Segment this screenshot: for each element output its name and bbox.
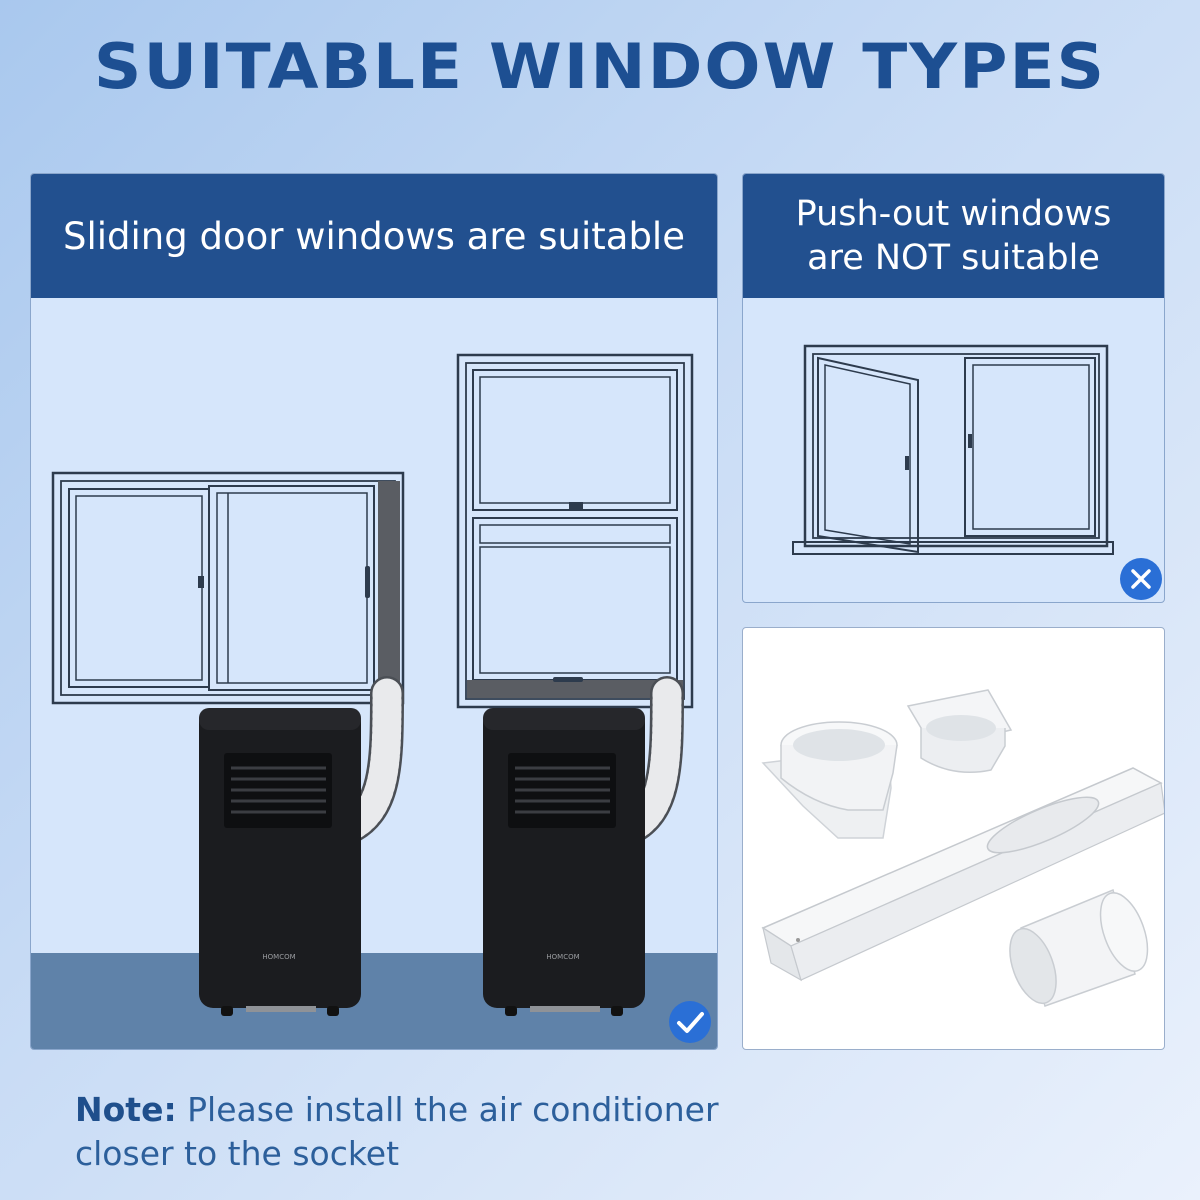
window-kit-panel bbox=[742, 627, 1165, 1050]
installation-note: Note: Please install the air conditioner… bbox=[75, 1088, 835, 1176]
cross-icon bbox=[1120, 558, 1162, 600]
portable-air-conditioner: HOMCOM bbox=[483, 708, 645, 1016]
window-kit-illustration bbox=[761, 689, 1164, 1007]
window-latch bbox=[198, 576, 204, 588]
window-seal-strip bbox=[378, 481, 400, 695]
sliding-window bbox=[51, 471, 405, 705]
hose-connector-pipe bbox=[1009, 888, 1149, 1007]
note-text-line2: closer to the socket bbox=[75, 1134, 400, 1173]
note-lead: Note: bbox=[75, 1090, 177, 1129]
round-hose-adapter bbox=[761, 721, 898, 839]
window-seal-strip bbox=[467, 680, 683, 698]
brand-label: HOMCOM bbox=[546, 953, 579, 961]
unsuitable-panel-title: Push-out windows are NOT suitable bbox=[743, 174, 1164, 298]
unsuitable-title-line2: are NOT suitable bbox=[807, 238, 1100, 278]
push-out-window-illustration bbox=[792, 344, 1162, 600]
suitable-panel-title: Sliding door windows are suitable bbox=[31, 174, 717, 298]
window-handle bbox=[365, 566, 370, 598]
push-out-window bbox=[792, 344, 1114, 555]
hung-window bbox=[456, 353, 694, 709]
page-headline: SUITABLE WINDOW TYPES bbox=[93, 29, 1107, 104]
unsuitable-title-line1: Push-out windows bbox=[795, 194, 1112, 234]
suitable-windows-panel: Sliding door windows are suitable bbox=[30, 173, 718, 1050]
window-slider-panel bbox=[761, 767, 1164, 982]
brand-label: HOMCOM bbox=[262, 953, 295, 961]
suitable-windows-illustration: HOMCOM HOMCOM bbox=[31, 353, 717, 1049]
check-icon bbox=[669, 1001, 711, 1043]
portable-air-conditioner: HOMCOM bbox=[199, 708, 361, 1016]
unsuitable-windows-panel: Push-out windows are NOT suitable bbox=[742, 173, 1165, 603]
square-window-adapter bbox=[906, 689, 1013, 773]
note-text-line1: Please install the air conditioner bbox=[176, 1090, 719, 1129]
